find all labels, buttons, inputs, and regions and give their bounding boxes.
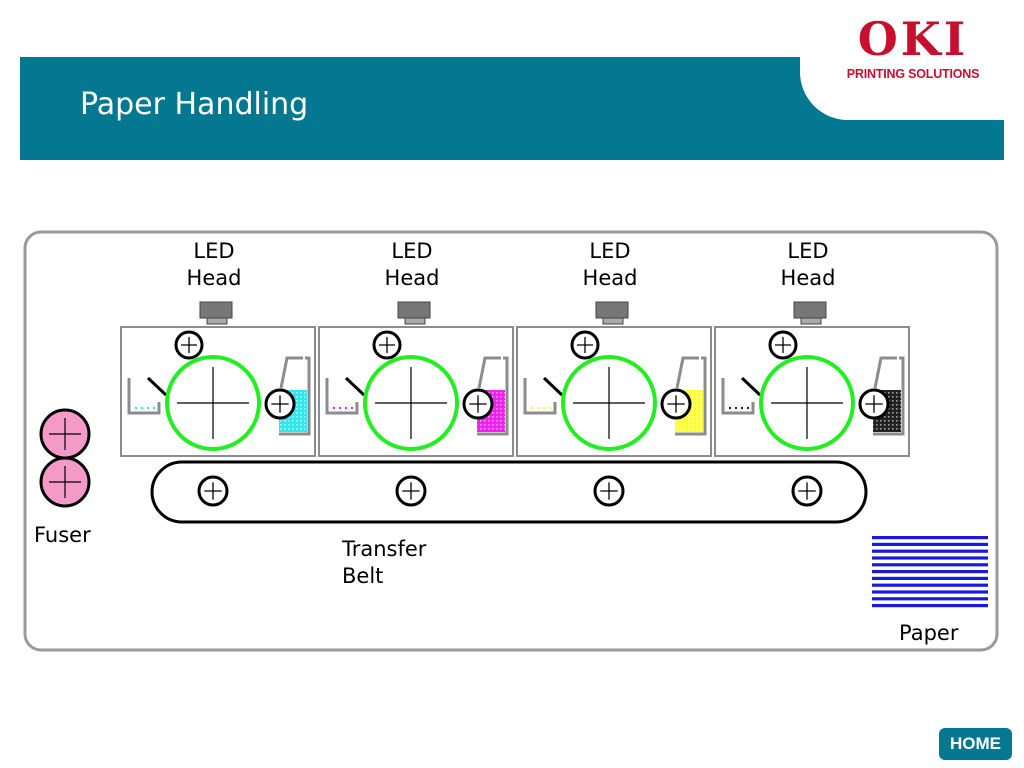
led-head-label-line2: Head	[583, 266, 638, 290]
home-button[interactable]: HOME	[939, 728, 1012, 760]
print-unit: LED Head	[714, 239, 910, 457]
led-head	[397, 301, 431, 325]
cleaning-blade	[740, 376, 762, 397]
paper-sheet	[872, 576, 988, 580]
paper-sheet	[872, 563, 988, 567]
paper-sheet	[872, 597, 988, 601]
logo-tab	[800, 0, 1024, 120]
cleaning-blade	[146, 376, 168, 397]
transfer-belt	[150, 460, 868, 524]
print-units: LED Head LED Head LED Head LED Head	[120, 239, 910, 457]
led-head-label-line2: Head	[187, 266, 242, 290]
paper-sheet	[872, 583, 988, 587]
fuser-rollers	[39, 408, 91, 508]
print-unit: LED Head	[318, 239, 514, 457]
charge-roller	[372, 330, 402, 360]
belt-rollers	[197, 475, 823, 507]
cleaning-blade	[542, 376, 564, 397]
belt-roller	[791, 475, 823, 507]
paper-sheet	[872, 570, 988, 574]
developer-roller	[264, 388, 296, 420]
print-unit: LED Head	[120, 239, 316, 457]
led-head-label-line1: LED	[589, 239, 630, 263]
cleaning-blade	[344, 376, 366, 397]
photosensitive-drum	[165, 355, 261, 451]
paper-sheet	[872, 536, 988, 540]
developer-roller	[858, 388, 890, 420]
paper-label: Paper	[899, 621, 959, 645]
led-head	[793, 301, 827, 325]
led-head	[595, 301, 629, 325]
print-unit: LED Head	[516, 239, 712, 457]
waste-toner-tray	[721, 378, 755, 415]
charge-roller	[174, 330, 204, 360]
belt-roller	[197, 475, 229, 507]
oki-logo: OKI	[857, 12, 969, 66]
led-head-label-line2: Head	[385, 266, 440, 290]
transfer-belt-label-line2: Belt	[342, 564, 383, 588]
fuser-label: Fuser	[34, 523, 91, 547]
led-head	[199, 301, 233, 325]
paper-sheet	[872, 549, 988, 553]
waste-toner-tray	[325, 378, 359, 415]
paper-stack	[872, 536, 988, 608]
led-head-label-line1: LED	[193, 239, 234, 263]
led-head-label-line1: LED	[787, 239, 828, 263]
paper-sheet	[872, 542, 988, 546]
photosensitive-drum	[363, 355, 459, 451]
waste-toner-tray	[127, 378, 161, 415]
diagram-frame	[23, 230, 999, 652]
charge-roller	[570, 330, 600, 360]
charge-roller	[768, 330, 798, 360]
transfer-belt-label-line1: Transfer	[341, 537, 427, 561]
belt-roller	[593, 475, 625, 507]
photosensitive-drum	[561, 355, 657, 451]
led-head-label-line1: LED	[391, 239, 432, 263]
paper-sheet	[872, 590, 988, 594]
paper-sheet	[872, 556, 988, 560]
led-head-label-line2: Head	[781, 266, 836, 290]
developer-roller	[660, 388, 692, 420]
developer-roller	[462, 388, 494, 420]
paper-sheet	[872, 604, 988, 608]
logo-tagline: PRINTING SOLUTIONS	[846, 67, 980, 81]
page-title: Paper Handling	[80, 87, 309, 122]
photosensitive-drum	[759, 355, 855, 451]
waste-toner-tray	[523, 378, 557, 415]
belt-roller	[395, 475, 427, 507]
